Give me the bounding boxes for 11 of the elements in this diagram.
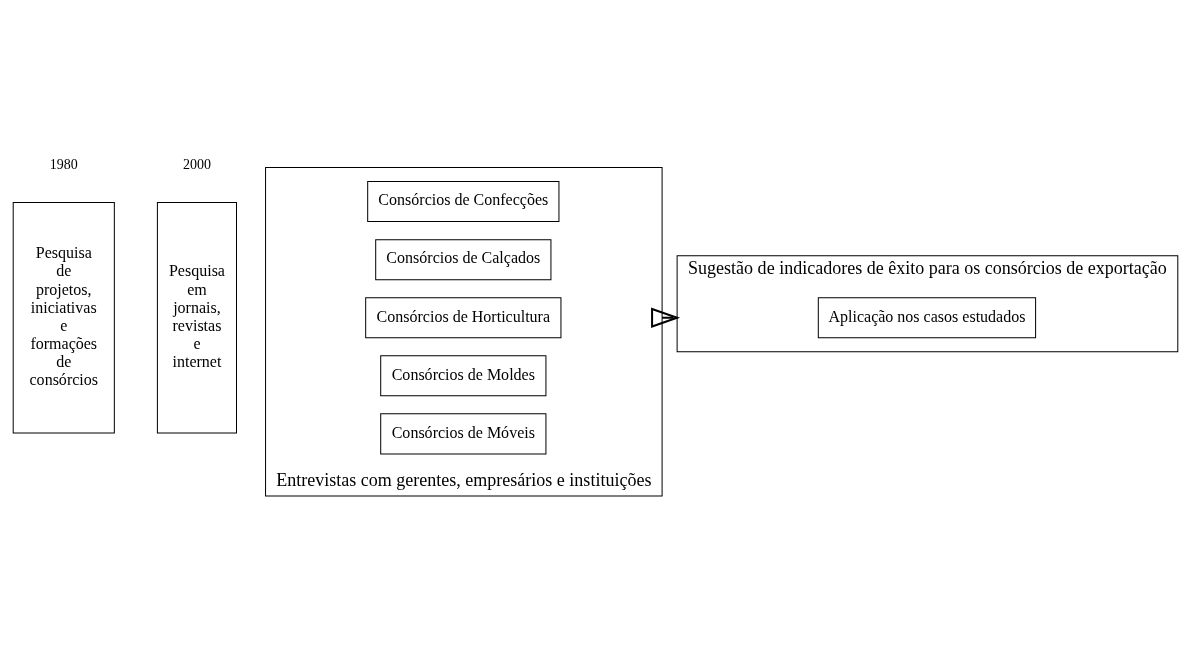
node-box: Pesquisa em jornais, revistas e internet — [156, 202, 237, 434]
node-box: Consórcios de Móveis — [380, 413, 547, 455]
node-box: Pesquisa de projetos, iniciativas e formações de consórcios — [12, 202, 115, 434]
node-box: Consórcios de Confecções — [367, 181, 560, 223]
label: 2000 — [182, 157, 211, 173]
node-box: Consórcios de Calçados — [375, 239, 552, 281]
node-box: Consórcios de Horticultura — [365, 297, 562, 339]
node-box: Consórcios de Moldes — [380, 355, 547, 397]
label: 1980 — [49, 157, 78, 173]
arrow — [651, 307, 681, 328]
node-box: Aplicação nos casos estudados — [817, 297, 1037, 339]
